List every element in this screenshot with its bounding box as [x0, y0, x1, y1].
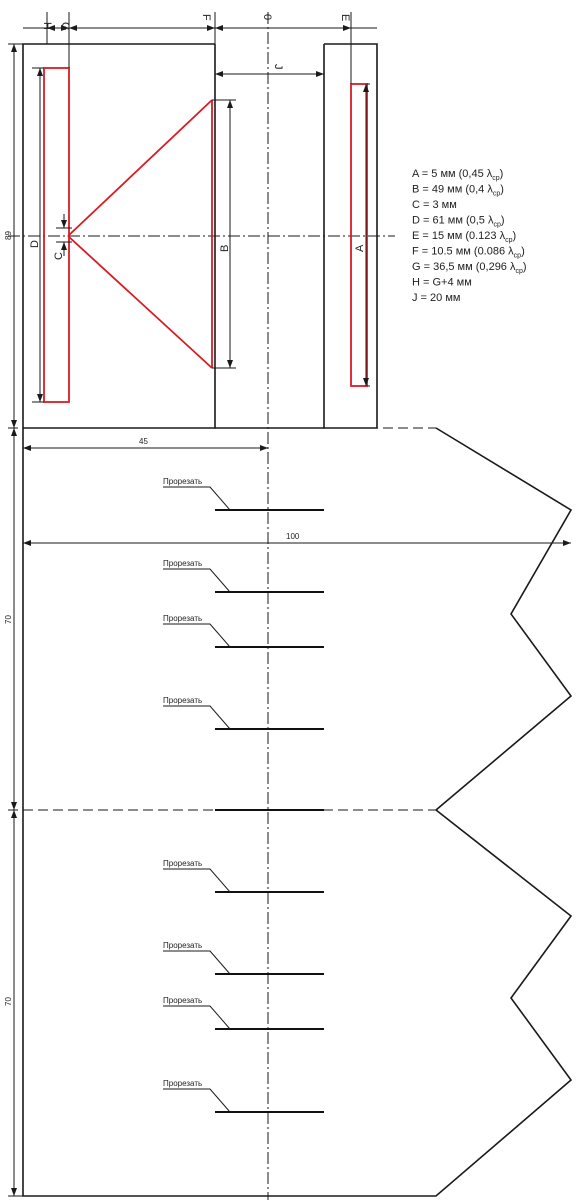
legend-line: H = G+4 мм: [412, 277, 472, 289]
legend-line: J = 20 мм: [412, 292, 460, 304]
cut-slot-2: Прорезать: [163, 559, 324, 593]
cut-label: Прорезать: [163, 941, 202, 950]
dim-label-d: D: [29, 240, 41, 248]
dim-label-89: 89: [4, 231, 13, 240]
dim-label-c: C: [53, 252, 65, 260]
left-height-dimensions: [8, 43, 23, 1197]
cut-label: Прорезать: [163, 477, 202, 486]
legend-line: C = 3 мм: [412, 199, 457, 211]
dim-label-g: G: [59, 22, 71, 31]
dim-label-e: E: [339, 14, 351, 21]
cut-label: Прорезать: [163, 614, 202, 623]
a-dimension: [363, 83, 370, 387]
dim-label-h: H: [41, 22, 53, 30]
dim-label-a: A: [354, 244, 366, 252]
cut-label: Прорезать: [163, 696, 202, 705]
b-dimension: [212, 99, 236, 369]
reflector-element: [350, 83, 368, 387]
cut-slot-7: Прорезать: [163, 996, 324, 1030]
legend-line: B = 49 мм (0,4 λср): [412, 184, 504, 198]
d-dimension: [32, 67, 44, 403]
legend-line: A = 5 мм (0,45 λср): [412, 168, 503, 182]
cut-slot-1: Прорезать: [163, 477, 324, 511]
cut-label: Прорезать: [163, 1079, 202, 1088]
dim-label-zero: 0: [261, 14, 273, 20]
cut-slot-3: Прорезать: [163, 614, 324, 648]
dim-label-100: 100: [286, 532, 300, 541]
cut-label: Прорезать: [163, 559, 202, 568]
top-dimension: [23, 12, 377, 84]
legend-line: F = 10.5 мм (0.086 λср): [412, 246, 525, 260]
legend-line: D = 61 мм (0,5 λср): [412, 215, 505, 229]
cut-label: Прорезать: [163, 996, 202, 1005]
j-dimension: [215, 71, 324, 77]
dimension-legend: A = 5 мм (0,45 λср) B = 49 мм (0,4 λср)C …: [412, 168, 527, 304]
dipole-element: [43, 67, 213, 403]
dim-label-j: J: [272, 64, 284, 70]
dim-label-70-lower: 70: [4, 997, 13, 1006]
width-100-dimension: [23, 540, 571, 546]
dim-label-70-upper: 70: [4, 615, 13, 624]
dim-label-b: B: [219, 245, 231, 252]
c-dimension: [56, 214, 72, 256]
width-45-dimension: [23, 445, 268, 451]
dim-label-f: F: [200, 14, 212, 21]
cut-label: Прорезать: [163, 859, 202, 868]
dim-label-45: 45: [139, 437, 148, 446]
legend-line: G = 36,5 мм (0,296 λср): [412, 261, 527, 275]
center-lines: [8, 12, 395, 1200]
cut-slot-6: Прорезать: [163, 941, 324, 975]
legend-line: E = 15 мм (0.123 λср): [412, 230, 516, 244]
cut-slot-5: Прорезать: [163, 859, 324, 893]
fold-lines: [8, 427, 436, 811]
cut-slot-4: Прорезать: [163, 696, 324, 730]
cut-slot-8: Прорезать: [163, 1079, 324, 1113]
